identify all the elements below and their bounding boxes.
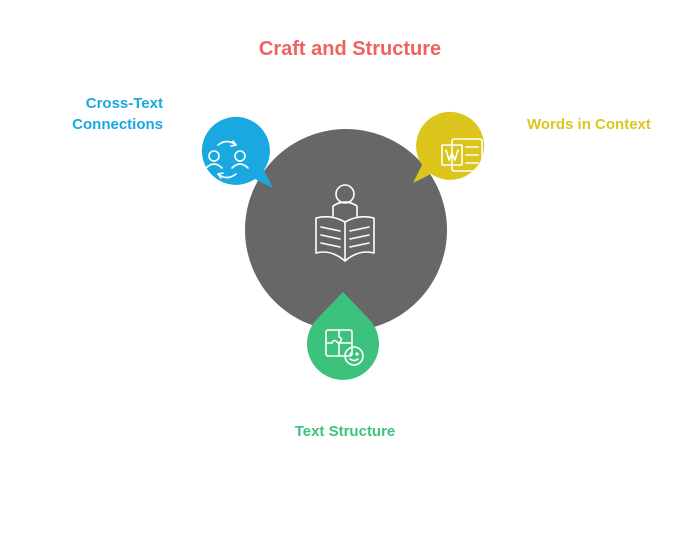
cross-text-node [201,116,273,188]
cross-text-label-line1: Cross-Text [85,95,163,112]
words-in-context-label: Words in Context [527,116,651,133]
text-structure-node [306,292,380,380]
word-document-icon [441,138,483,172]
reading-person-icon [315,184,375,262]
puzzle-settings-icon [325,329,364,366]
exchange-people-icon [205,140,249,179]
text-structure-label: Text Structure [294,423,396,440]
words-in-context-node [413,111,485,183]
cross-text-label-line2: Connections [72,116,163,133]
center-node [245,129,447,331]
words-in-context-shape [413,111,485,183]
diagram-title: Craft and Structure [258,38,442,60]
cross-text-label: Cross-Text Connections [72,93,163,135]
center-circle [245,129,447,331]
text-structure-shape [306,292,380,380]
